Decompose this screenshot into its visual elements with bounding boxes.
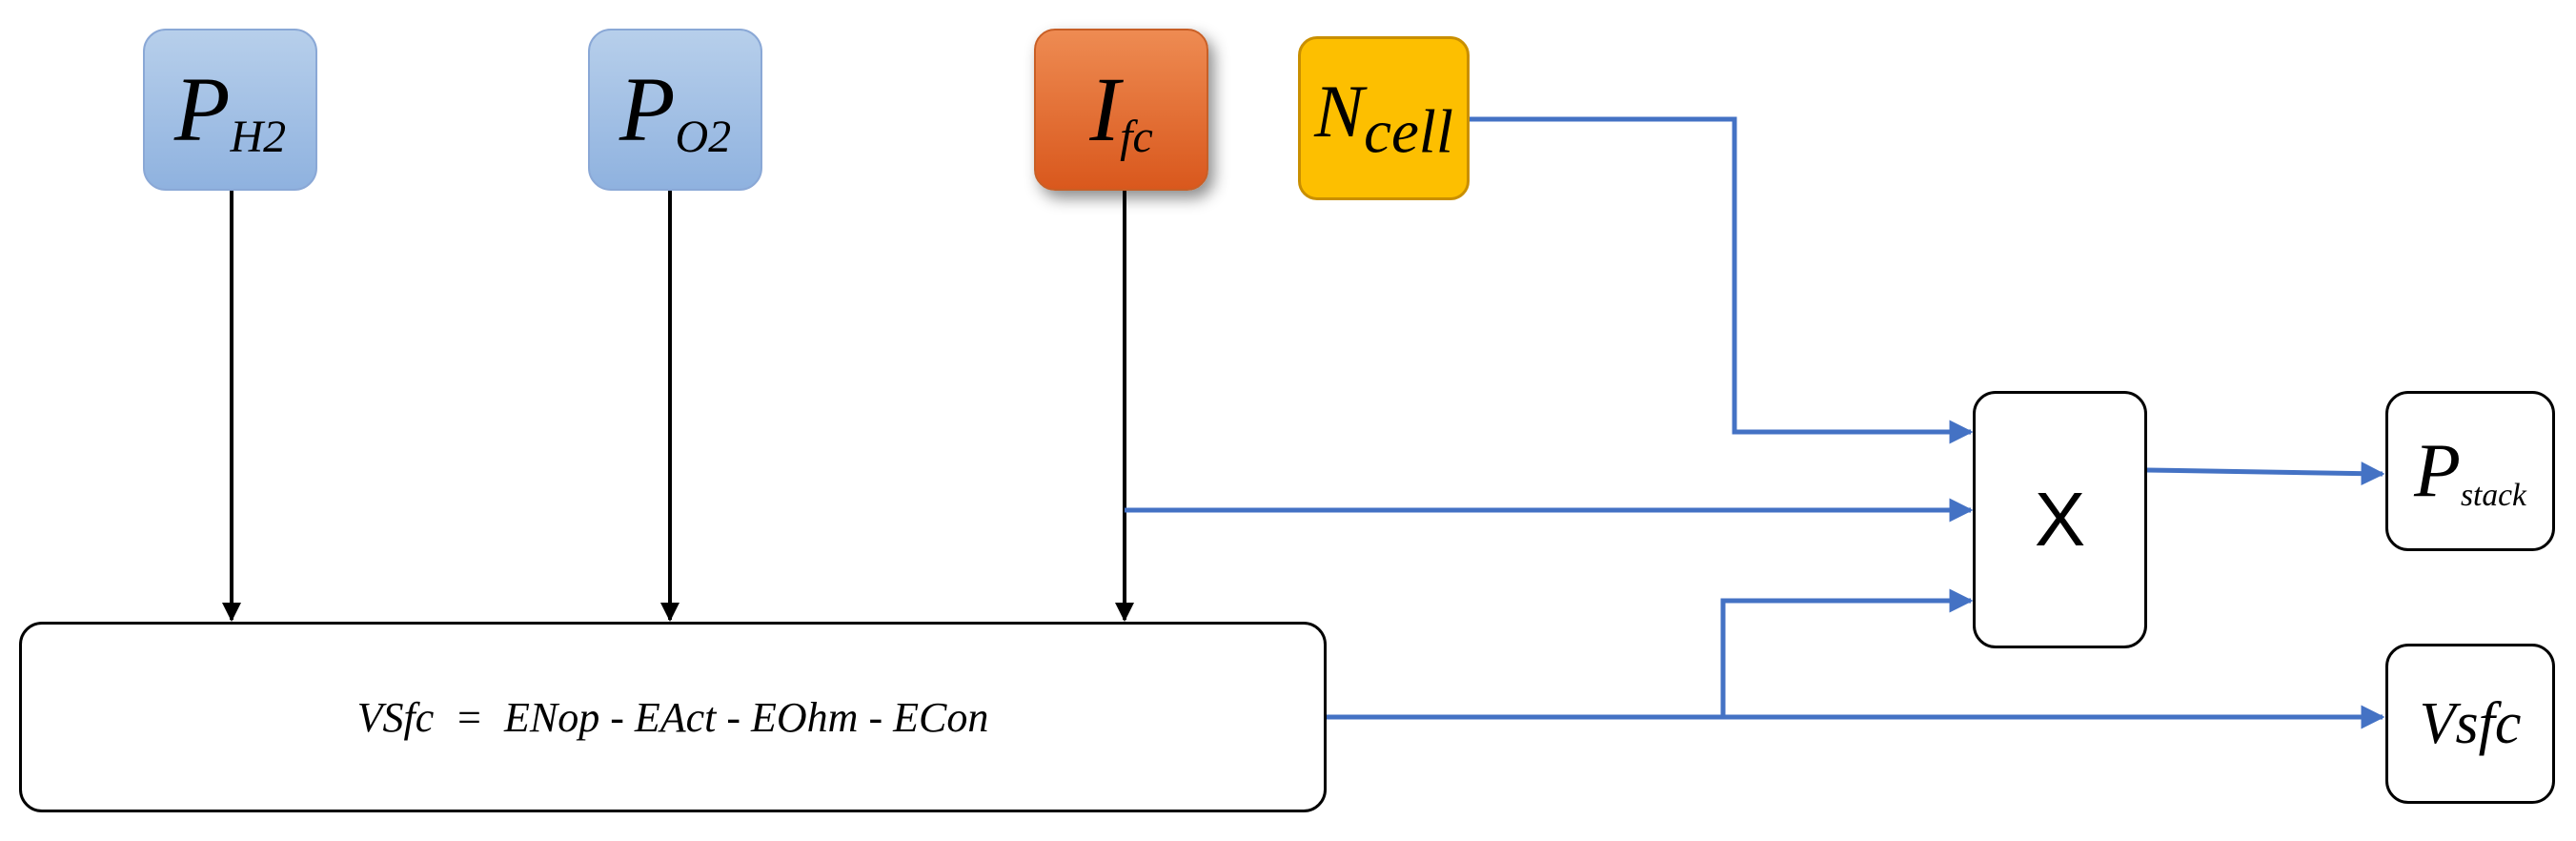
ifc-label: Ifc xyxy=(1089,58,1153,162)
ifc-input-node: Ifc xyxy=(1034,29,1208,191)
pstack-output-node: Pstack xyxy=(2385,391,2555,551)
wire-vsfc-to-multiplier xyxy=(1720,588,1974,717)
po2-label: PO2 xyxy=(619,58,732,162)
wire-ncell-to-multiplier xyxy=(1470,116,1974,444)
ncell-input-node: Ncell xyxy=(1298,36,1470,200)
multiplier-label: X xyxy=(2034,477,2086,562)
vsfc-output-node: Vsfc xyxy=(2385,644,2555,804)
voltage-equation-text: VSfc = ENop - EAct - EOhm - ECon xyxy=(356,693,989,741)
multiplier-block: X xyxy=(1973,391,2147,648)
voltage-equation-block: VSfc = ENop - EAct - EOhm - ECon xyxy=(19,622,1327,812)
pstack-label: Pstack xyxy=(2414,428,2526,513)
ph2-label: PH2 xyxy=(173,58,287,162)
vsfc-label: Vsfc xyxy=(2419,690,2522,756)
ncell-label: Ncell xyxy=(1314,69,1453,167)
wire-multiplier-to-pstack xyxy=(2146,462,2385,486)
ph2-input-node: PH2 xyxy=(143,29,317,191)
po2-input-node: PO2 xyxy=(588,29,762,191)
